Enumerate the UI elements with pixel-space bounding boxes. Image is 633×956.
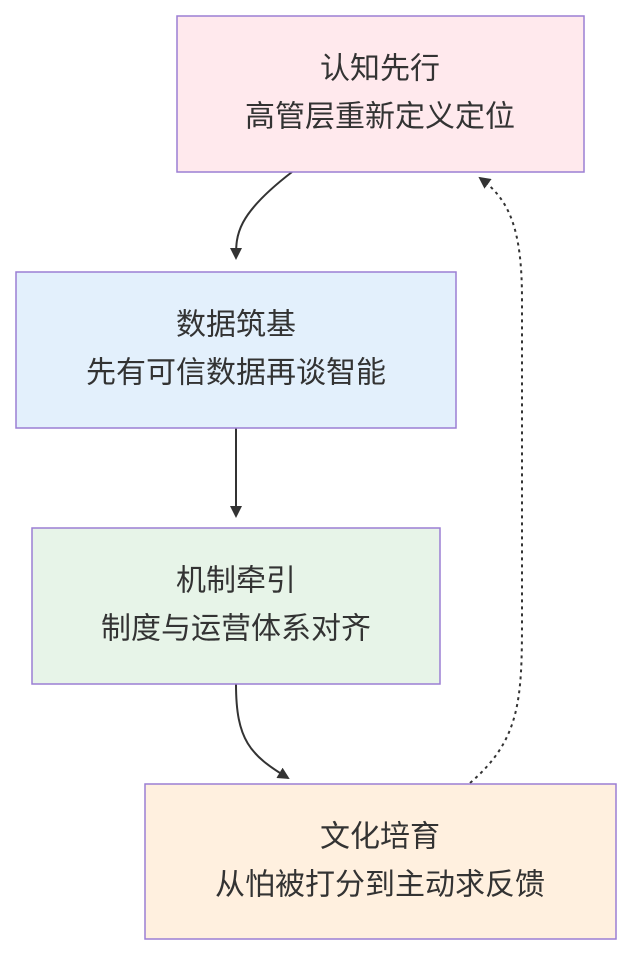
node-cognition: 认知先行 高管层重新定义定位: [176, 15, 585, 173]
node-cognition-title: 认知先行: [320, 52, 440, 87]
node-cognition-subtitle: 高管层重新定义定位: [245, 100, 515, 135]
node-data-subtitle: 先有可信数据再谈智能: [86, 356, 386, 391]
edge-mechanism-to-culture: [235, 683, 290, 780]
node-mechanism-subtitle: 制度与运营体系对齐: [101, 612, 371, 647]
node-mechanism-title: 机制牵引: [176, 564, 296, 599]
node-culture: 文化培育 从怕被打分到主动求反馈: [144, 783, 617, 940]
node-culture-subtitle: 从怕被打分到主动求反馈: [215, 868, 545, 903]
edge-culture-to-cognition: [469, 176, 523, 784]
node-culture-title: 文化培育: [320, 820, 440, 855]
node-cognition-box: [176, 15, 585, 173]
node-mechanism-box: [31, 527, 441, 685]
node-data-title: 数据筑基: [176, 308, 296, 343]
node-mechanism: 机制牵引 制度与运营体系对齐: [31, 527, 441, 685]
edge-cognition-to-data: [230, 171, 293, 260]
node-data: 数据筑基 先有可信数据再谈智能: [15, 271, 457, 429]
node-culture-box: [144, 783, 617, 940]
node-data-box: [15, 271, 457, 429]
